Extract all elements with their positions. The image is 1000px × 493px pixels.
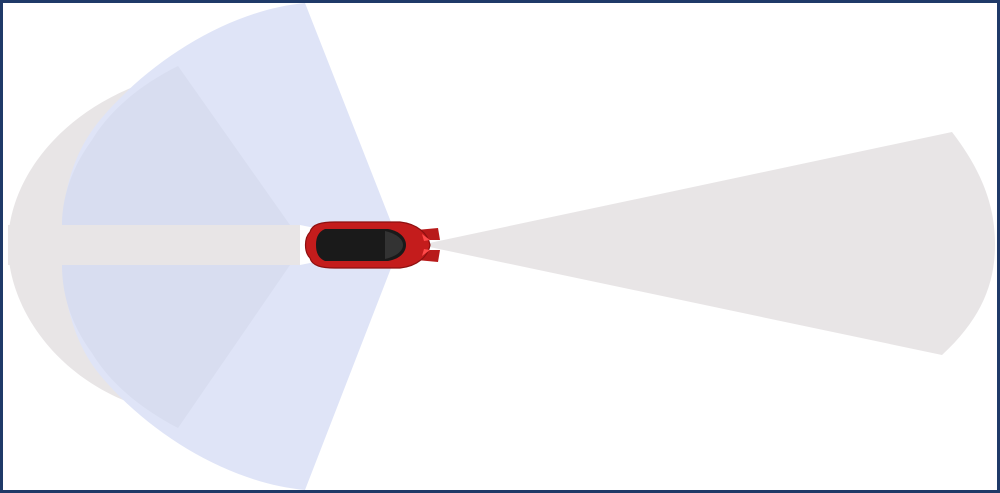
rear-side-overlap-right [62,265,290,428]
front-narrow-coverage-zone [420,132,995,355]
rear-center-coverage-zone [8,225,300,265]
coverage-diagram [8,3,995,490]
car [304,221,440,269]
rear-side-overlap-left [62,66,290,225]
car-top-view-icon [304,221,440,269]
